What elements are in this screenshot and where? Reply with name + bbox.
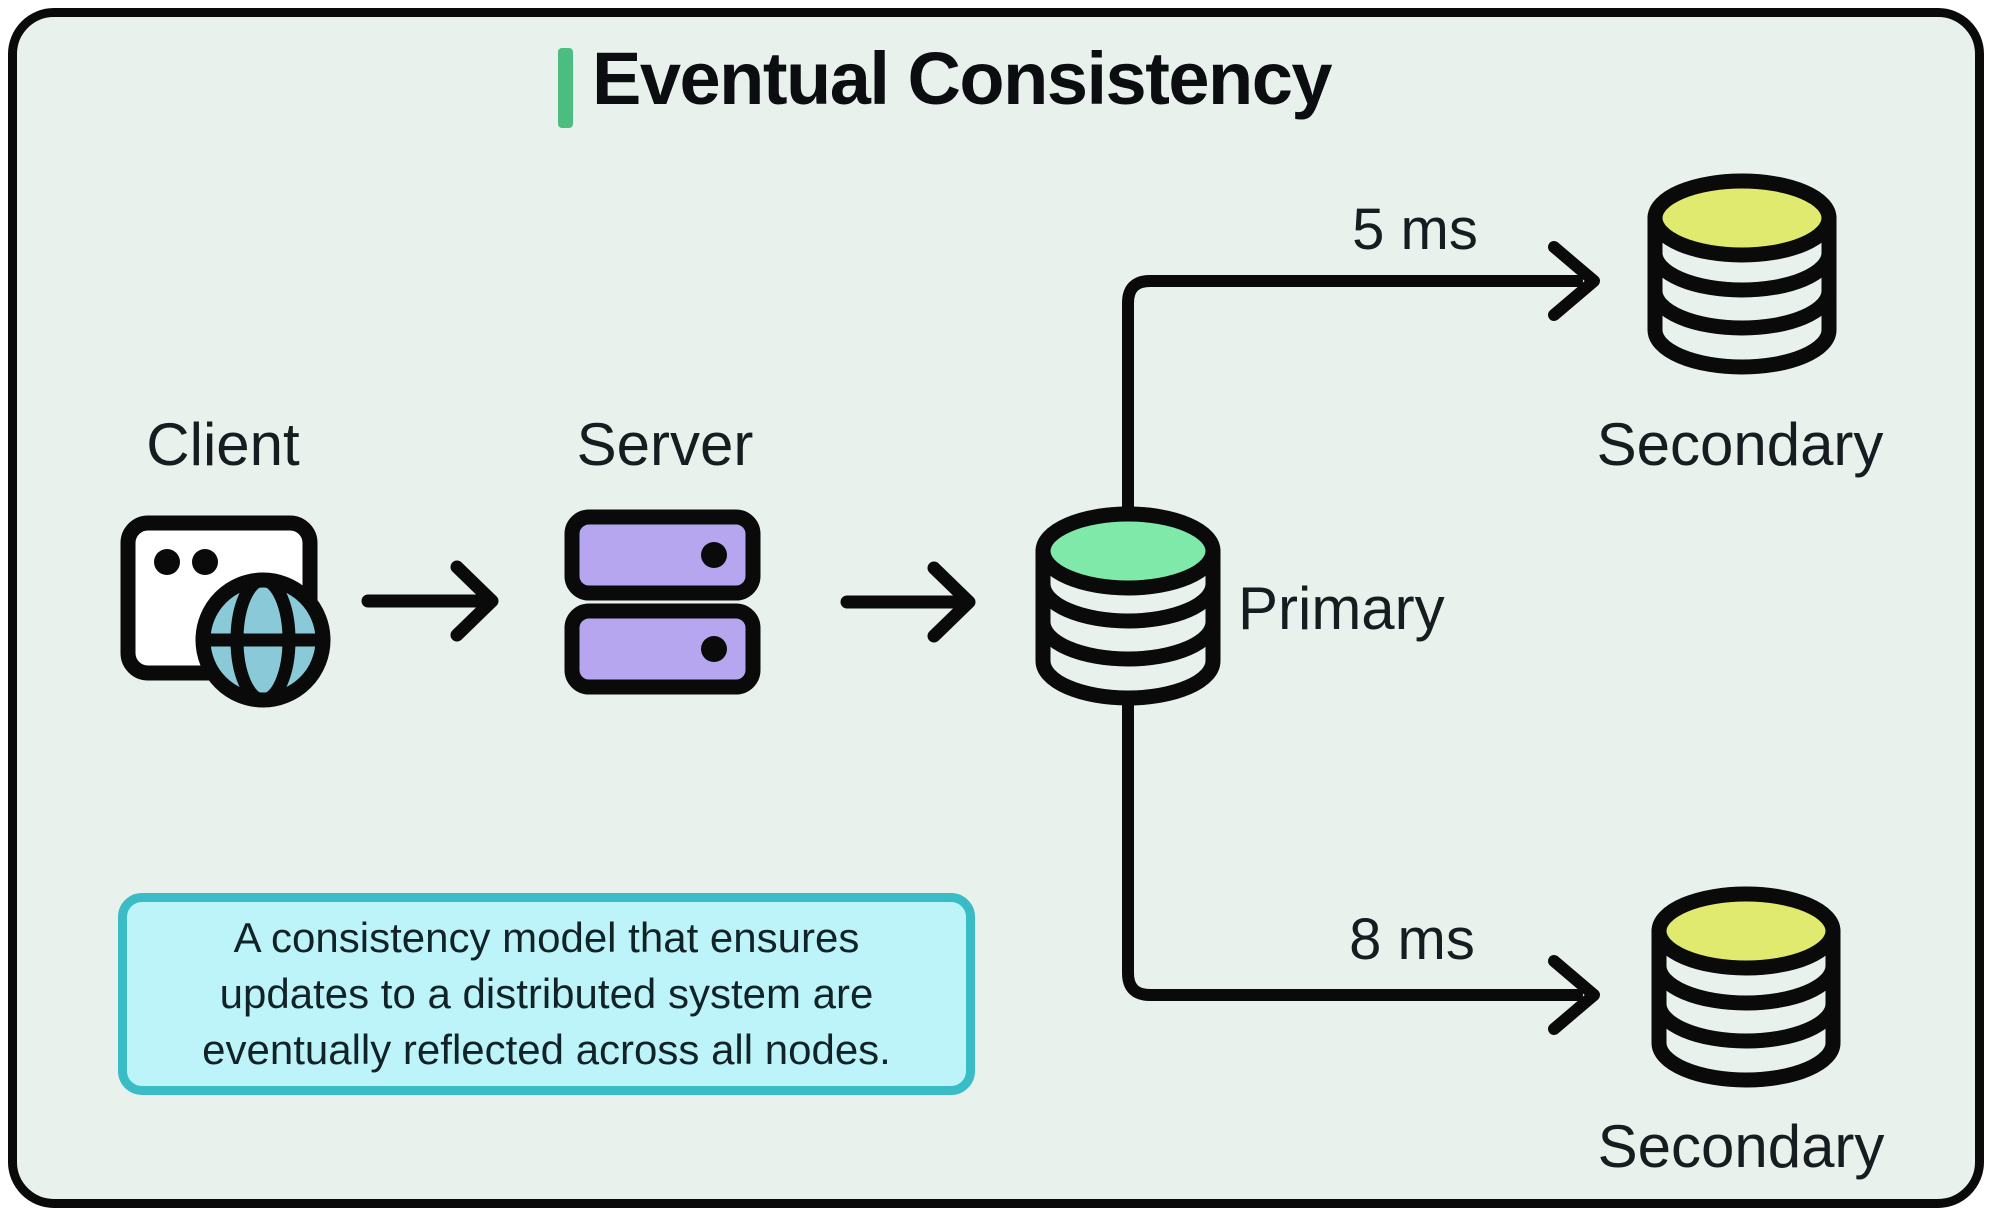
arrow-client-server-icon — [361, 560, 499, 642]
client-label: Client — [146, 411, 300, 478]
browser-dot — [154, 549, 180, 575]
server-label: Server — [576, 411, 754, 478]
primary-label: Primary — [1238, 575, 1445, 642]
arrowhead-icon — [1548, 241, 1600, 321]
arrowhead-icon — [1548, 955, 1600, 1035]
server-rack-icon — [564, 509, 761, 695]
browser-dot — [192, 549, 218, 575]
server-rack — [564, 509, 761, 601]
server-led — [701, 636, 727, 662]
replication-path-top — [1122, 241, 1600, 522]
server-rack — [564, 603, 761, 695]
primary-database-icon — [1035, 506, 1221, 706]
secondary-database-top-icon — [1647, 173, 1837, 375]
secondary-bottom-label: Secondary — [1597, 1113, 1885, 1180]
note-line: A consistency model that ensures — [233, 914, 860, 961]
title-accent-bar — [558, 48, 573, 128]
secondary-database-bottom-icon — [1651, 886, 1841, 1088]
arrow-server-primary-icon — [840, 561, 976, 643]
secondary-top-label: Secondary — [1596, 411, 1884, 478]
page-title: Eventual Consistency — [592, 37, 1333, 120]
note-line: eventually reflected across all nodes. — [202, 1026, 891, 1073]
note-line: updates to a distributed system are — [219, 970, 874, 1017]
latency-label-bottom: 8 ms — [1349, 907, 1475, 972]
replication-path-bottom — [1122, 694, 1600, 1035]
browser-globe-icon — [120, 515, 331, 708]
latency-label-top: 5 ms — [1352, 197, 1478, 262]
note-box: A consistency model that ensures updates… — [118, 893, 975, 1095]
server-led — [701, 542, 727, 568]
